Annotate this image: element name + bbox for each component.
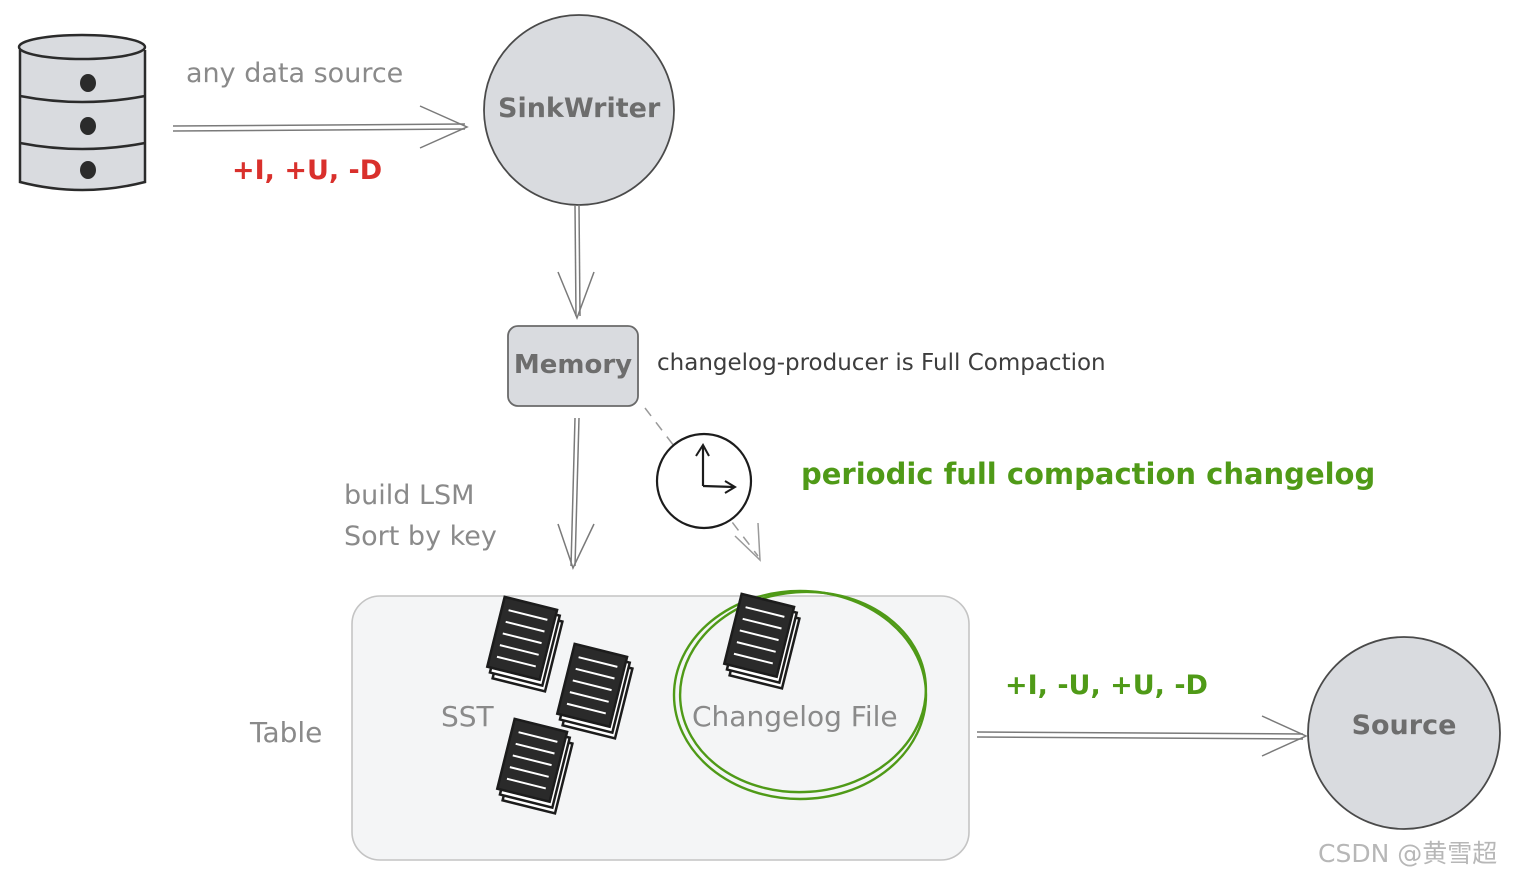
source-node: [1307, 636, 1501, 830]
sst-file-icon: [485, 595, 564, 693]
changelog-file-label: Changelog File: [692, 700, 898, 733]
arrow-memory-to-sst: [557, 417, 595, 570]
source-label: Source: [1351, 710, 1457, 741]
changelog-file-icon: [722, 592, 801, 690]
table-label: Table: [250, 716, 323, 749]
build-lsm-line1: build LSM: [344, 480, 475, 511]
arrow-table-to-source: [976, 715, 1308, 757]
output-ops-label: +I, -U, +U, -D: [1005, 670, 1208, 701]
sst-label: SST: [441, 700, 494, 733]
sst-file-icon: [555, 642, 634, 740]
memory-label: Memory: [513, 350, 633, 380]
sinkwriter-label: SinkWriter: [498, 93, 661, 124]
data-source-label: any data source: [186, 58, 404, 89]
input-ops-label: +I, +U, -D: [232, 155, 383, 186]
csdn-watermark: CSDN @黄雪超: [1318, 839, 1498, 868]
database-icon: [17, 33, 147, 192]
producer-note: changelog-producer is Full Compaction: [657, 350, 1106, 376]
arrow-source-to-sinkwriter: [172, 105, 469, 149]
memory-node: [507, 325, 639, 407]
clock-icon: [655, 432, 753, 530]
changelog-highlight-circle: [672, 589, 928, 801]
sst-file-icon: [495, 717, 574, 815]
arrow-sinkwriter-to-memory: [557, 204, 595, 321]
build-lsm-line2: Sort by key: [344, 521, 497, 552]
periodic-note: periodic full compaction changelog: [801, 457, 1376, 491]
